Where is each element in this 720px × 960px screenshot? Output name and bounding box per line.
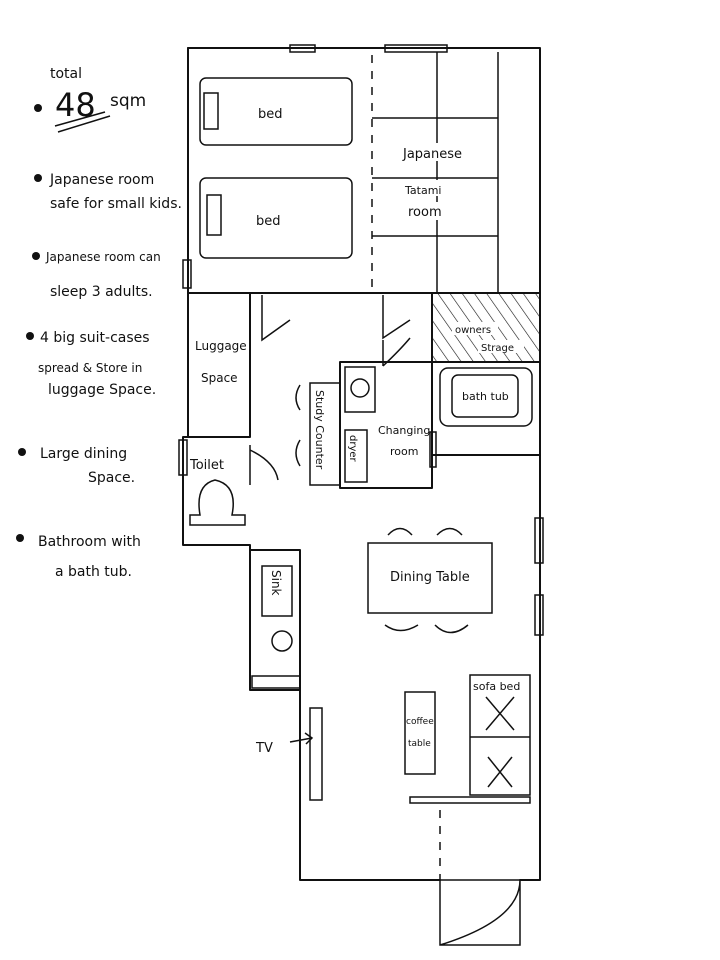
room-labels: bed bed Japanese Tatami room Luggage Spa… (189, 77, 524, 756)
note-3-line-3: luggage Space. (48, 382, 156, 398)
walls (178, 44, 544, 946)
bed-1-label: bed (258, 107, 283, 122)
bullet-icon (16, 534, 24, 542)
note-3-line-1: 4 big suit-cases (40, 330, 150, 346)
coffee-table-label-2: table (408, 739, 431, 749)
note-1-line-2: safe for small kids. (50, 196, 182, 212)
owners-storage-label-1: owners (455, 325, 491, 336)
bullet-icon (26, 332, 34, 340)
tatami-label-1: Japanese (402, 147, 462, 162)
sink-label: Sink (269, 570, 283, 596)
changing-room-label-2: room (390, 445, 418, 458)
bed-2 (199, 177, 353, 259)
bullet-icon (32, 252, 40, 260)
tv-label: TV (255, 741, 273, 756)
bullet-icon (34, 104, 42, 112)
pillow-icon (206, 194, 222, 236)
coffee-table-label-1: coffee (406, 717, 434, 727)
bullet-icon (18, 448, 26, 456)
note-2-line-1: Japanese room can (45, 250, 161, 264)
notes-panel: total 48 sqm Japanese room safe for smal… (16, 66, 182, 580)
note-4-line-2: Space. (88, 470, 135, 486)
note-5-line-2: a bath tub. (55, 564, 132, 580)
note-1-line-1: Japanese room (49, 172, 154, 188)
total-unit: sqm (110, 91, 146, 111)
luggage-label-1: Luggage (195, 339, 247, 353)
total-label: total (50, 66, 82, 82)
note-5-line-1: Bathroom with (38, 534, 141, 550)
bullet-icon (34, 174, 42, 182)
underline-icon (54, 111, 111, 133)
sofa-bed-label: sofa bed (473, 680, 520, 693)
toilet-label: Toilet (189, 458, 224, 473)
tatami-label-2: Tatami (404, 184, 441, 197)
tatami-label-3: room (408, 205, 442, 220)
pillow-icon (203, 92, 219, 130)
dining-table-label: Dining Table (390, 570, 470, 585)
study-counter-label: Study Counter (313, 390, 326, 470)
note-3-line-2: spread & Store in (38, 361, 142, 375)
owners-storage-label-2: Strage (481, 343, 514, 354)
changing-room-label-1: Changing (378, 424, 430, 437)
note-4-line-1: Large dining (40, 446, 127, 462)
dryer-label: dryer (347, 435, 358, 463)
luggage-label-2: Space (201, 371, 238, 385)
bed-1 (199, 77, 353, 146)
total-value: 48 (55, 86, 96, 124)
bed-2-label: bed (256, 214, 281, 229)
bathtub-label: bath tub (462, 390, 509, 403)
note-2-line-2: sleep 3 adults. (50, 284, 153, 300)
